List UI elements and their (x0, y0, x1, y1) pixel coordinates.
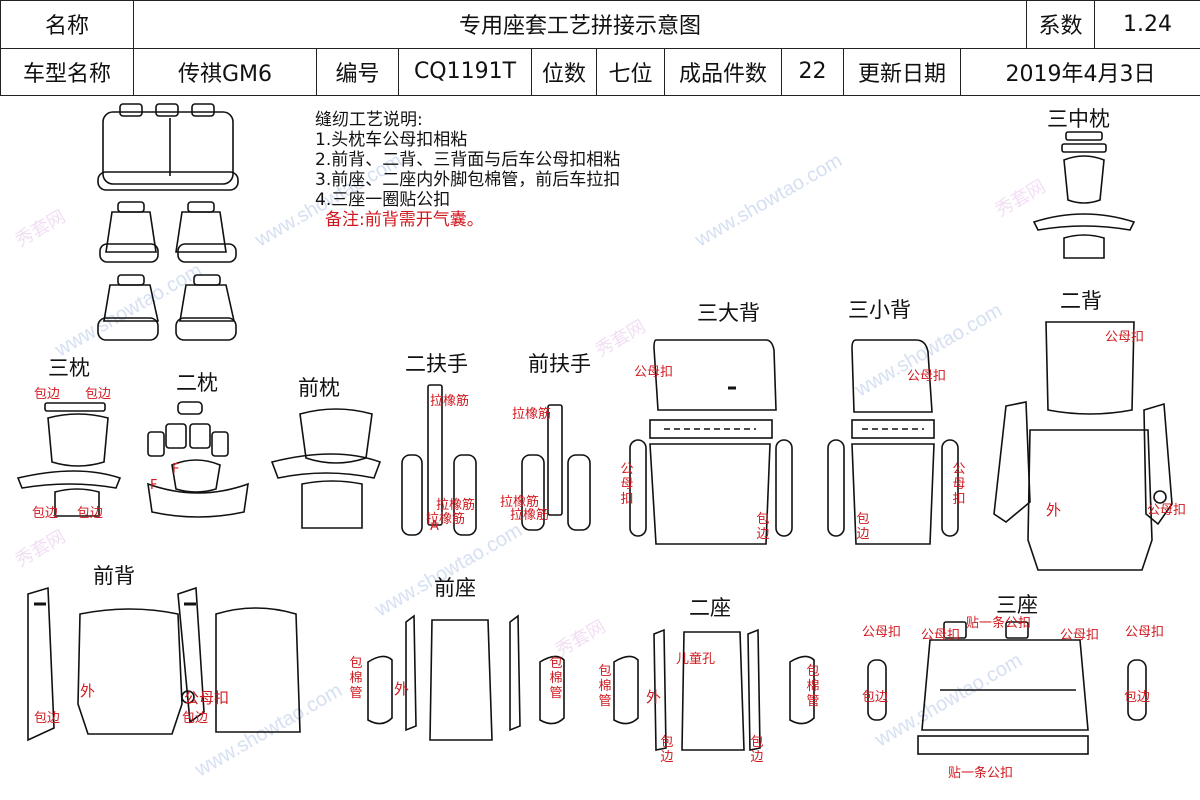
annotation-gong-mu-kou: 公母扣 (620, 462, 634, 507)
label-san-zhen: 三枕 (48, 356, 90, 380)
code-value: CQ1191T (398, 47, 532, 96)
coef-value: 1.24 (1094, 0, 1200, 49)
annotation-bao-bian: 包边 (856, 512, 870, 542)
annotation-la-xiang-jin: 拉橡筋 (430, 394, 470, 409)
annotation-bao-bian: 包边 (756, 512, 770, 542)
annotation-bao-mian-guan: 包棉管 (549, 656, 563, 701)
date-value: 2019年4月3日 (959, 47, 1200, 96)
annotation-bao-bian: 包边 (660, 735, 674, 765)
model-label: 车型名称 (0, 47, 134, 96)
model-value: 传祺GM6 (133, 47, 317, 96)
annotation-bao-bian: 包边 (77, 506, 104, 521)
annotation-bao-bian: 包边 (182, 711, 209, 726)
annotation-la-xiang-jin: 拉橡筋 (512, 407, 552, 422)
annotation-gong-mu-kou: 公母扣 (1105, 330, 1145, 345)
annotation-wai: 外 (394, 680, 410, 698)
part-san-xiao-bei (827, 339, 959, 545)
label-qian-bei: 前背 (93, 564, 135, 588)
annotation-la-xiang-jin: 拉橡筋 (510, 508, 550, 523)
annotation-bao-mian-guan: 包棉管 (349, 656, 363, 701)
pieces-label: 成品件数 (664, 47, 782, 96)
annotation-gong-mu-kou: 公母扣 (862, 625, 902, 640)
annotation-wai: 外 (1046, 501, 1062, 519)
annotation-la-xiang-jin: 拉橡筋 (436, 498, 476, 513)
label-qian-zhen: 前枕 (298, 376, 340, 400)
diagram-title: 专用座套工艺拼接示意图 (132, 0, 1028, 49)
seats-label: 位数 (531, 47, 597, 96)
date-label: 更新日期 (843, 47, 961, 96)
annotation-tie-yi-tiao-gong-kou: 贴一条公扣 (948, 766, 1014, 781)
annotation-bao-bian: 包边 (85, 387, 112, 402)
label-san-zhong-zhen: 三中枕 (1047, 107, 1110, 131)
annotation-er-tong-kong: 儿童孔 (676, 652, 716, 667)
annotation-gong-mu-kou: 公母扣 (907, 369, 947, 384)
annotation-wai: 外 (80, 682, 96, 700)
part-san-da-bei (629, 339, 793, 545)
note-item: 2.前背、二背、三背面与后车公母扣相粘 (315, 150, 621, 170)
label-qian-fu-shou: 前扶手 (528, 352, 591, 376)
seats-value: 七位 (596, 47, 665, 96)
annotation-gong-mu-kou: 公母扣 (1125, 625, 1165, 640)
annotation-gong-mu-kou: 公母扣 (921, 628, 961, 643)
notes-heading: 缝纫工艺说明: (315, 110, 423, 130)
annotation-mark-f: F (150, 478, 158, 493)
annotation-wai: 外 (646, 688, 662, 706)
annotation-la-xiang-jin: 拉橡筋 (426, 512, 466, 527)
annotation-gong-mu-kou: 公母扣 (634, 365, 674, 380)
label-er-zhen: 二枕 (176, 371, 218, 395)
name-label: 名称 (0, 0, 134, 49)
pieces-value: 22 (781, 47, 844, 96)
part-er-bei (993, 321, 1173, 571)
part-qian-bei (27, 586, 301, 742)
annotation-bao-bian: 包边 (862, 690, 889, 705)
coef-label: 系数 (1026, 0, 1096, 49)
airbag-remark: 备注:前背需开气囊。 (325, 210, 484, 230)
part-er-zhen (147, 401, 249, 518)
code-label: 编号 (316, 47, 399, 96)
annotation-bao-bian: 包边 (34, 387, 61, 402)
part-san-zhen (16, 402, 122, 517)
label-qian-zuo: 前座 (434, 576, 476, 600)
pattern-drawing (16, 103, 1173, 755)
annotation-mark-a: A (430, 519, 439, 534)
part-qian-zhen (270, 408, 382, 529)
annotation-bao-bian: 包边 (34, 711, 61, 726)
seat-assembly-thumbnail (97, 274, 237, 341)
seat-assembly-thumbnail (99, 201, 237, 263)
part-san-zhong-zhen (1032, 131, 1136, 259)
note-item: 1.头枕车公母扣相粘 (315, 130, 468, 150)
annotation-bao-mian-guan: 包棉管 (598, 664, 612, 709)
note-item: 3.前座、二座内外脚包棉管，前后车拉扣 (315, 170, 621, 190)
annotation-gong-mu-kou: 公母扣 (1147, 503, 1187, 518)
label-er-zuo: 二座 (689, 596, 731, 620)
label-er-bei: 二背 (1060, 289, 1102, 313)
seat-assembly-thumbnail (97, 103, 239, 191)
label-san-da-bei: 三大背 (697, 301, 760, 325)
part-qian-fu-shou (521, 404, 591, 531)
part-er-fu-shou (401, 384, 477, 536)
label-er-fu-shou: 二扶手 (405, 352, 468, 376)
note-item: 4.三座一圈贴公扣 (315, 190, 451, 210)
label-san-zuo: 三座 (996, 593, 1038, 617)
annotation-bao-bian: 包边 (32, 506, 59, 521)
annotation-bao-bian: 包边 (1124, 690, 1151, 705)
annotation-gong-mu-kou: 公母扣 (1060, 628, 1100, 643)
annotation-bao-bian: 包边 (750, 735, 764, 765)
annotation-mark-f: F (172, 462, 180, 477)
part-qian-zuo (367, 614, 565, 741)
part-san-zuo (867, 621, 1147, 755)
annotation-la-xiang-jin: 拉橡筋 (500, 495, 540, 510)
part-er-zuo (613, 628, 815, 751)
sewing-notes: 缝纫工艺说明: 1.头枕车公母扣相粘 2.前背、二背、三背面与后车公母扣相粘 3… (315, 110, 620, 230)
annotation-bao-mian-guan: 包棉管 (806, 664, 820, 709)
annotation-tie-yi-tiao-gong-kou: 贴一条公扣 (966, 616, 1032, 631)
header-table: 名称 专用座套工艺拼接示意图 系数 1.24 车型名称 传祺GM6 编号 CQ1… (0, 0, 1200, 97)
annotation-gong-mu-kou: 公母扣 (952, 462, 966, 507)
label-san-xiao-bei: 三小背 (848, 298, 911, 322)
annotation-gong-mu-kou: 公母扣 (184, 689, 230, 707)
